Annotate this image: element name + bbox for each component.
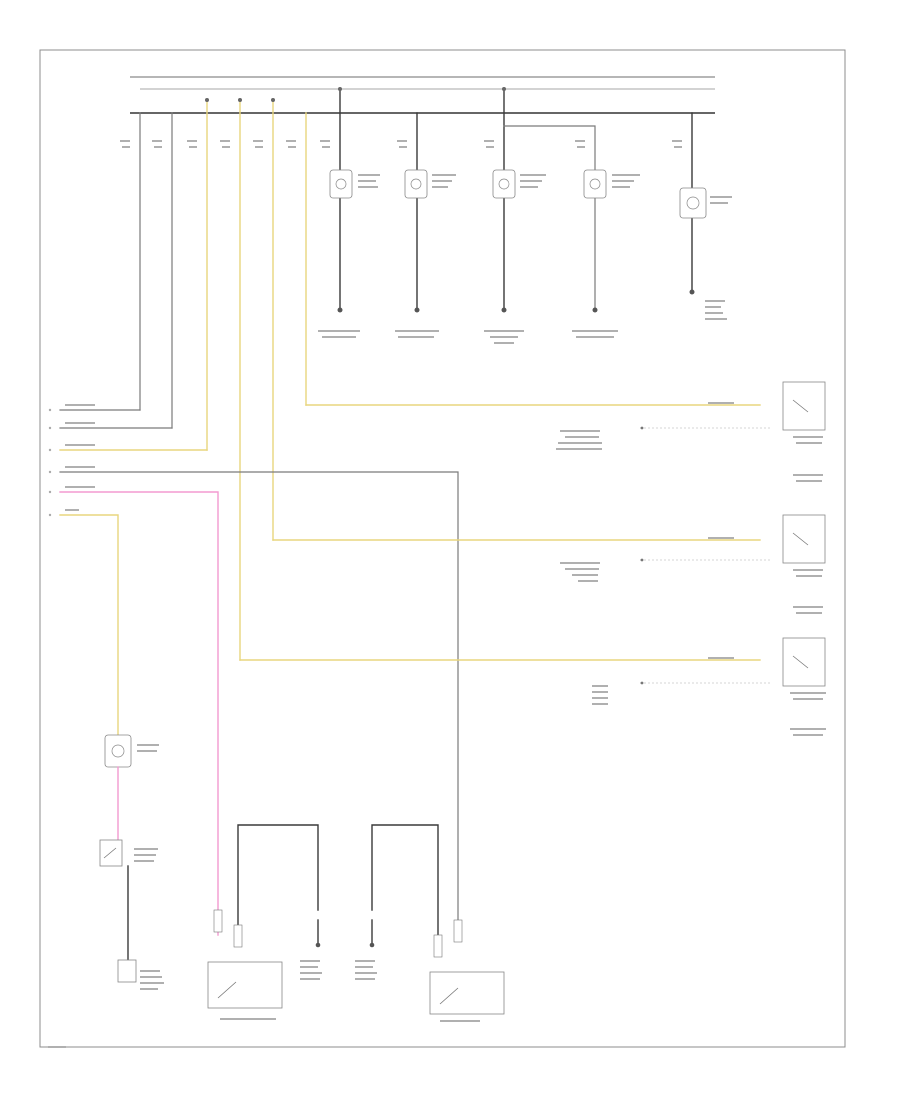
lamp-components <box>329 169 707 219</box>
passenger-door-switch-icon <box>782 637 826 687</box>
module-right-icon <box>429 971 505 1015</box>
ground-icon <box>337 307 343 313</box>
diagram-border <box>39 49 846 1048</box>
lamp-1-icon <box>329 169 353 199</box>
label-glyph-marks <box>65 140 826 1022</box>
door-switches <box>782 381 826 687</box>
lamp-4-icon <box>583 169 607 199</box>
left-lower-components <box>99 734 137 983</box>
left-rear-door-switch-icon <box>782 381 826 431</box>
top-bus <box>130 76 715 114</box>
ground-icon <box>592 307 598 313</box>
left-connector-wires <box>48 408 459 936</box>
lamp-3-icon <box>492 169 516 199</box>
ground-terminals <box>337 289 695 313</box>
lamp-5-icon <box>679 187 707 219</box>
footer-mark <box>48 1046 66 1048</box>
right-rear-door-switch-icon <box>782 514 826 564</box>
lamp-6-icon <box>104 734 132 768</box>
lamp-2-icon <box>404 169 428 199</box>
right-feeds <box>239 404 770 685</box>
module-left-icon <box>207 961 283 1009</box>
bottom-loops <box>237 824 439 948</box>
ground-icon <box>689 289 695 295</box>
splice-points <box>205 87 506 102</box>
bottom-modules <box>207 961 505 1015</box>
switch-icon <box>99 839 123 867</box>
bottom-connectors <box>213 909 463 958</box>
ground-block-icon <box>117 959 137 983</box>
ground-icon <box>501 307 507 313</box>
ground-icon <box>414 307 420 313</box>
